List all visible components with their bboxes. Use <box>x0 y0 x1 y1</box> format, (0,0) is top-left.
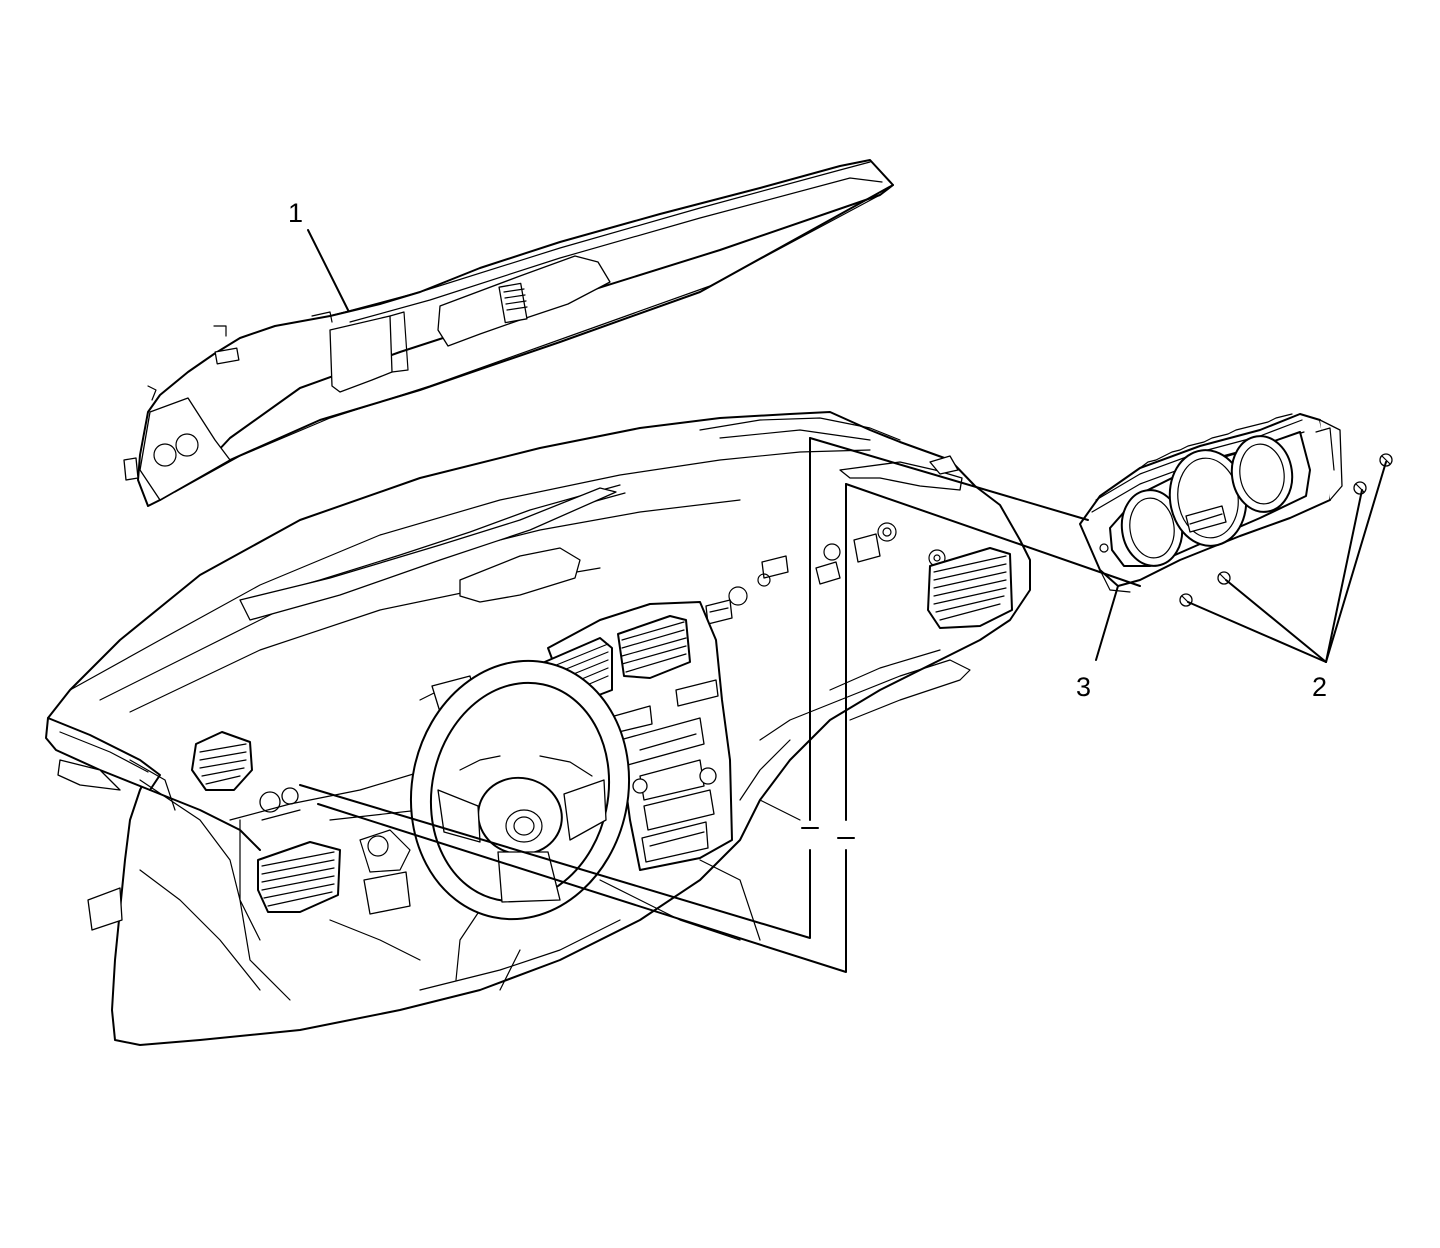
upper-trim-panel <box>123 159 894 507</box>
callout-3: 3 <box>1076 672 1091 702</box>
leader-2d <box>1187 601 1327 663</box>
left-vent-louvers <box>199 743 247 785</box>
leader-2a <box>1325 461 1387 663</box>
center-right-vent-louvers <box>621 621 687 673</box>
steering-wheel <box>409 659 631 921</box>
leader-2b <box>1325 489 1363 663</box>
lower-left-vent-louvers <box>261 851 335 907</box>
screw <box>1353 481 1367 495</box>
callout-2: 2 <box>1312 672 1327 702</box>
leader-2c <box>1225 579 1327 663</box>
right-vent-louvers <box>933 555 1007 621</box>
screw <box>1379 453 1393 467</box>
alignment-lines <box>299 437 1141 973</box>
instrument-panel-carrier <box>45 411 1031 1046</box>
leader-1 <box>307 229 349 311</box>
callout-leaders <box>307 229 1387 663</box>
callout-1: 1 <box>288 198 303 228</box>
instrument-cluster <box>1079 413 1343 593</box>
cluster-screws <box>1179 453 1393 607</box>
leader-3 <box>1095 585 1119 661</box>
screw <box>1179 593 1193 607</box>
